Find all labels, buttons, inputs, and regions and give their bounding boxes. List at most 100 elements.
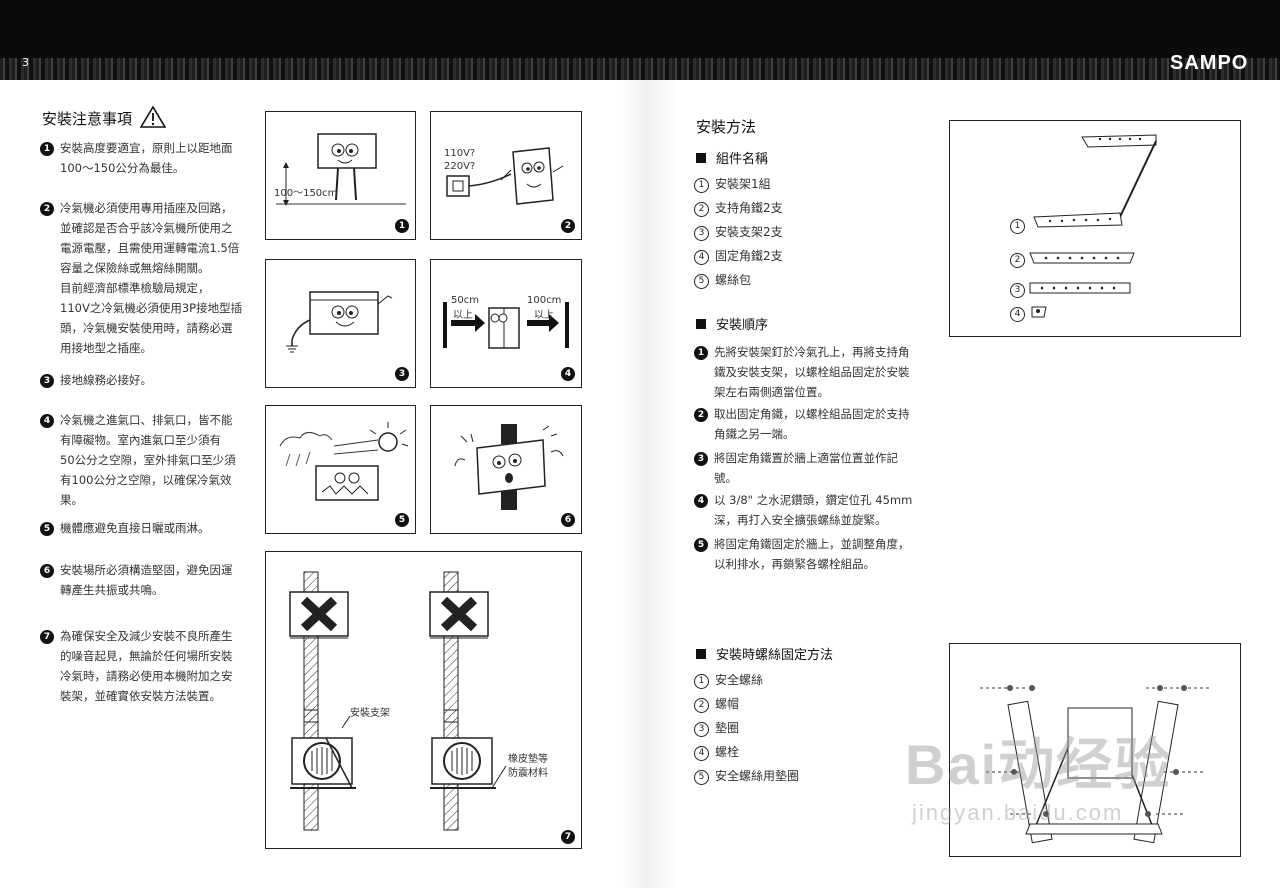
caution-line-text: 裝架，並確實依安裝方法裝置。 (60, 689, 221, 703)
right-title: 安裝方法 (696, 118, 757, 136)
item-number-badge: 5 (40, 522, 54, 536)
step-number-badge: 3 (694, 452, 708, 466)
caution-item: 3 接地線務必接好。 (40, 370, 250, 390)
page-number: 3 (22, 56, 29, 69)
caution-line-text: 安裝高度要適宜，原則上以距地面 (60, 141, 233, 155)
item-number-badge: 2 (40, 202, 54, 216)
item-number-badge: 1 (40, 142, 54, 156)
caution-line-text: 接地線務必接好。 (60, 373, 152, 387)
caution-line: 目前經濟部標準檢驗局規定， (40, 278, 250, 298)
figure-4-left-bottom: 以上 (453, 310, 473, 321)
figure-2-label-220v: 220V? (444, 161, 476, 172)
figure-2: 110V? 220V? 2 (430, 111, 582, 240)
step-line-text: 將固定角鐵固定於牆上，並調整角度， (714, 537, 910, 551)
caution-line: 110V之冷氣機必須使用3P接地型插 (40, 298, 250, 318)
figure-5-badge: 5 (395, 513, 409, 527)
figure-1: 100～150cm 1 (265, 111, 416, 240)
step-line: 號。 (694, 468, 934, 488)
caution-line-text: 轉產生共振或共鳴。 (60, 583, 164, 597)
screw-assembly-figure (949, 643, 1241, 857)
figure-3: 3 (265, 259, 416, 388)
figure-3-badge: 3 (395, 367, 409, 381)
part-name: 固定角鐵2支 (715, 249, 783, 263)
caution-line-text: 用接地型之插座。 (60, 341, 152, 355)
figure-4-left-top: 50cm (451, 295, 479, 306)
item-number-badge: 4 (40, 414, 54, 428)
part-name: 支持角鐵2支 (715, 201, 783, 215)
caution-line-text: 110V之冷氣機必須使用3P接地型插 (60, 301, 243, 315)
caution-line-text: 機體應避免直接日曬或雨淋。 (60, 521, 210, 535)
item-number-badge: 6 (40, 564, 54, 578)
page-gutter (620, 80, 680, 888)
brand-logo: SAMPO (1170, 52, 1249, 74)
caution-line: 用接地型之插座。 (40, 338, 250, 358)
watermark-logo: Bai动经验 (905, 733, 1173, 796)
caution-line: 100～150公分為最佳。 (40, 158, 250, 178)
figure-5: 5 (265, 405, 416, 534)
screw-part-number: 3 (694, 722, 709, 737)
screw-part-number: 1 (694, 674, 709, 689)
parts-figure-label: 1 (1010, 219, 1025, 234)
left-title: 安裝注意事項 (42, 110, 133, 128)
figure-4: 50cm 以上 100cm 以上 4 (430, 259, 582, 388)
step-line-text: 以利排水，再鎖緊各螺栓組品。 (714, 557, 875, 571)
caution-line: 冷氣時，請務必使用本機附加之安 (40, 666, 250, 686)
parts-heading: 組件名稱 (696, 148, 768, 167)
part-name: 安裝支架2支 (715, 225, 783, 239)
figure-2-badge: 2 (561, 219, 575, 233)
step-line: 角鐵之另一端。 (694, 424, 934, 444)
step-number-badge: 5 (694, 538, 708, 552)
header-band (0, 0, 1280, 80)
caution-line: 電源電壓，且需使用運轉電流1.5倍 (40, 238, 250, 258)
step-line-text: 將固定角鐵置於牆上適當位置並作記 (714, 451, 898, 465)
figure-2-label-110v: 110V? (444, 148, 476, 159)
figure-7: 安裝支架 橡皮墊等 防震材料 7 (265, 551, 582, 849)
step-line: 鐵及安裝支架，以螺栓組品固定於安裝 (694, 362, 934, 382)
caution-line-text: 50公分之空隙，室外排氣口至少須 (60, 453, 236, 467)
caution-line: 裝架，並確實依安裝方法裝置。 (40, 686, 250, 706)
screw-part-number: 2 (694, 698, 709, 713)
step-line-text: 取出固定角鐵，以螺栓組品固定於支持 (714, 407, 910, 421)
figure-6: 6 (430, 405, 582, 534)
caution-item: 1 安裝高度要適宜，原則上以距地面 100～150公分為最佳。 (40, 138, 250, 178)
step-line-text: 架左右兩側適當位置。 (714, 385, 829, 399)
item-number-badge: 3 (40, 374, 54, 388)
part-number: 3 (694, 226, 709, 241)
step-line: 3 將固定角鐵置於牆上適當位置並作記 (694, 448, 934, 468)
step-line: 深，再打入安全擴張螺絲並旋緊。 (694, 510, 934, 530)
watermark-url: jingyan.baidu.com (912, 800, 1124, 825)
figure-7-pad-label-2: 防震材料 (508, 768, 548, 779)
figure-7-pad-label-1: 橡皮墊等 (508, 754, 548, 765)
caution-line-text: 容量之保險絲或無熔絲開關。 (60, 261, 210, 275)
header-texture (0, 58, 1280, 80)
bullet-square-icon (696, 649, 706, 659)
screw-part-name: 安全螺絲 (715, 673, 764, 687)
step-line: 5 將固定角鐵固定於牆上，並調整角度， (694, 534, 934, 554)
step-line-text: 號。 (714, 471, 737, 485)
caution-line-text: 冷氣時，請務必使用本機附加之安 (60, 669, 233, 683)
caution-line: 的噪音起見，無論於任何場所安裝 (40, 646, 250, 666)
install-step: 3 將固定角鐵置於牆上適當位置並作記號。 (694, 448, 934, 488)
figure-4-right-top: 100cm (527, 295, 562, 306)
caution-line: 有障礙物。室內進氣口至少須有 (40, 430, 250, 450)
part-name: 安裝架1組 (715, 177, 771, 191)
part-number: 4 (694, 250, 709, 265)
step-number-badge: 4 (694, 494, 708, 508)
caution-line: 1 安裝高度要適宜，原則上以距地面 (40, 138, 250, 158)
